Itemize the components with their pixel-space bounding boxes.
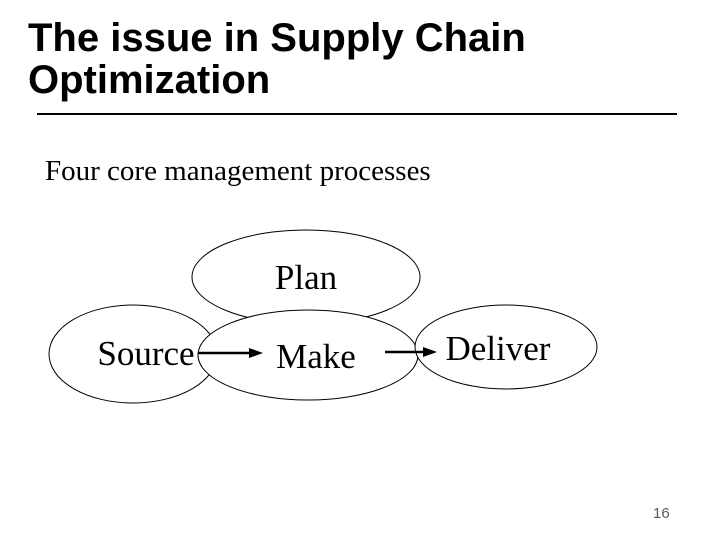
arrowhead-icon — [423, 347, 437, 357]
title-underline-rule — [37, 113, 677, 115]
arrow-source-to-make — [198, 348, 263, 358]
plan-label: Plan — [275, 258, 337, 297]
deliver-label: Deliver — [446, 329, 551, 368]
slide-subtitle: Four core management processes — [45, 155, 431, 187]
make-label: Make — [276, 337, 356, 376]
arrow-make-to-deliver — [385, 347, 437, 357]
deliver-ellipse — [414, 304, 598, 390]
source-label: Source — [97, 334, 194, 373]
slide-title: The issue in Supply Chain Optimization — [28, 16, 526, 102]
page-number: 16 — [653, 505, 670, 522]
arrowhead-icon — [249, 348, 263, 358]
